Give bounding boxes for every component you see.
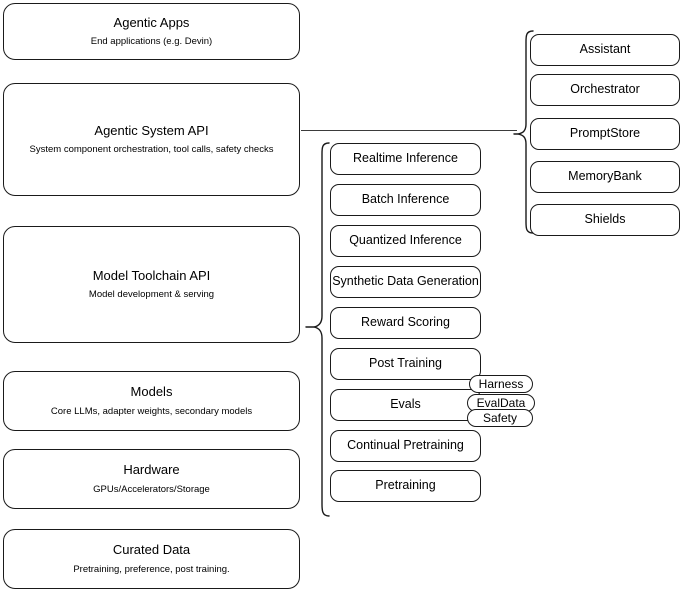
toolchain-item-label: Evals <box>390 397 421 412</box>
connector-agentic-system-api-to-system-column <box>301 130 517 131</box>
layer-title: Models <box>130 384 173 400</box>
toolchain-item-pretraining[interactable]: Pretraining <box>330 470 481 502</box>
layer-box-hardware[interactable]: Hardware GPUs/Accelerators/Storage <box>3 449 300 509</box>
toolchain-item-label: Pretraining <box>375 478 436 493</box>
layer-subtitle: End applications (e.g. Devin) <box>90 36 213 48</box>
system-item-label: PromptStore <box>569 126 641 141</box>
system-item-orchestrator[interactable]: Orchestrator <box>530 74 680 106</box>
system-item-memorybank[interactable]: MemoryBank <box>530 161 680 193</box>
toolchain-item-label: Synthetic Data Generation <box>332 274 479 289</box>
layer-subtitle: Pretraining, preference, post training. <box>73 563 230 575</box>
evals-pill-safety[interactable]: Safety <box>467 409 533 427</box>
toolchain-item-continual-pretraining[interactable]: Continual Pretraining <box>330 430 481 462</box>
layer-title: Agentic Apps <box>113 14 190 30</box>
toolchain-item-reward-scoring[interactable]: Reward Scoring <box>330 307 481 339</box>
layer-subtitle: System component orchestration, tool cal… <box>29 144 274 156</box>
toolchain-item-label: Realtime Inference <box>353 151 458 166</box>
system-item-shields[interactable]: Shields <box>530 204 680 236</box>
toolchain-item-evals[interactable]: Evals <box>330 389 481 421</box>
layer-box-agentic-system-api[interactable]: Agentic System API System component orch… <box>3 83 300 196</box>
layer-box-curated-data[interactable]: Curated Data Pretraining, preference, po… <box>3 529 300 589</box>
toolchain-item-label: Post Training <box>369 356 442 371</box>
toolchain-item-label: Reward Scoring <box>361 315 450 330</box>
toolchain-item-label: Continual Pretraining <box>347 438 464 453</box>
toolchain-item-post-training[interactable]: Post Training <box>330 348 481 380</box>
brace-system-column <box>513 30 535 234</box>
layer-title: Curated Data <box>112 542 191 558</box>
layer-title: Agentic System API <box>94 122 209 138</box>
system-item-label: Shields <box>584 212 626 227</box>
toolchain-item-quantized-inference[interactable]: Quantized Inference <box>330 225 481 257</box>
layer-title: Hardware <box>123 462 180 478</box>
toolchain-item-label: Quantized Inference <box>349 233 462 248</box>
layer-box-models[interactable]: Models Core LLMs, adapter weights, secon… <box>3 371 300 431</box>
layer-box-model-toolchain-api[interactable]: Model Toolchain API Model development & … <box>3 226 300 343</box>
layer-subtitle: GPUs/Accelerators/Storage <box>93 483 210 495</box>
toolchain-item-label: Batch Inference <box>361 192 450 207</box>
evals-pill-label: Safety <box>482 411 518 425</box>
evals-pill-label: Harness <box>478 377 524 391</box>
brace-toolchain-column <box>305 142 331 518</box>
system-item-label: Assistant <box>579 42 631 57</box>
system-item-label: MemoryBank <box>568 169 642 184</box>
toolchain-item-realtime-inference[interactable]: Realtime Inference <box>330 143 481 175</box>
toolchain-item-synthetic-data-generation[interactable]: Synthetic Data Generation <box>330 266 481 298</box>
layer-subtitle: Core LLMs, adapter weights, secondary mo… <box>50 405 253 417</box>
system-item-promptstore[interactable]: PromptStore <box>530 118 680 150</box>
system-item-label: Orchestrator <box>570 82 640 97</box>
layer-box-agentic-apps[interactable]: Agentic Apps End applications (e.g. Devi… <box>3 3 300 60</box>
system-item-assistant[interactable]: Assistant <box>530 34 680 66</box>
evals-pill-harness[interactable]: Harness <box>469 375 533 393</box>
layer-title: Model Toolchain API <box>92 267 211 283</box>
toolchain-item-batch-inference[interactable]: Batch Inference <box>330 184 481 216</box>
evals-pill-label: EvalData <box>476 396 526 410</box>
layer-subtitle: Model development & serving <box>88 289 215 301</box>
